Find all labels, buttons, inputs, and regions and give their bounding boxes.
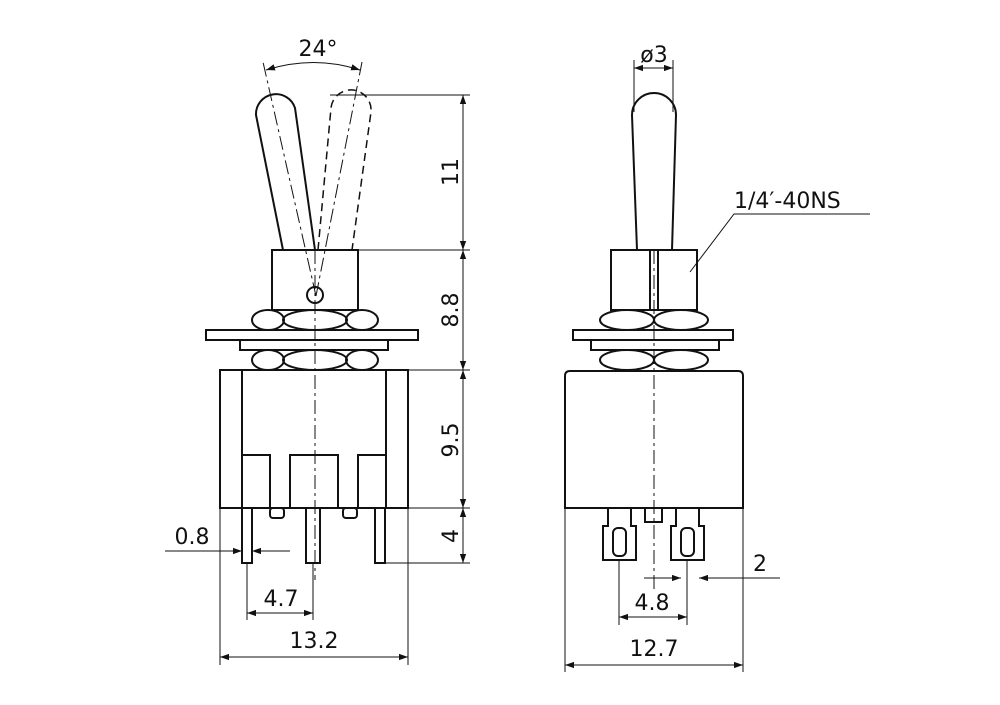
side-lever	[630, 92, 678, 251]
angle-arc	[265, 62, 361, 71]
front-washer	[239, 339, 389, 351]
front-extension-lines	[330, 94, 470, 564]
angle-line-left	[262, 61, 317, 297]
front-lever	[254, 93, 316, 251]
diameter-label: ø3	[640, 43, 667, 68]
body-height-label: 9.5	[439, 423, 464, 458]
side-view: ø3 1/4′-40NS	[564, 43, 870, 672]
thread-leader	[689, 213, 870, 273]
terminal-width-label: 0.8	[175, 525, 210, 550]
side-washer	[590, 339, 720, 351]
front-terminals	[241, 507, 386, 564]
angle-line-right	[315, 61, 363, 297]
front-body	[219, 369, 409, 509]
front-lever-alternate	[317, 89, 372, 251]
thread-label: 1/4′-40NS	[734, 189, 841, 214]
side-width-label: 12.7	[630, 637, 679, 662]
side-pitch-label: 4.8	[635, 591, 670, 616]
terminal-pitch-label: 4.7	[264, 587, 299, 612]
terminal-length-label: 4	[439, 529, 464, 543]
lever-length-label: 11	[439, 158, 464, 186]
side-mounting-plate	[572, 329, 734, 341]
bushing-height-label: 8.8	[439, 293, 464, 328]
gap-label: 2	[753, 552, 767, 577]
angle-dim-label: 24°	[299, 37, 338, 62]
side-body	[564, 370, 744, 509]
front-mounting-plate	[205, 329, 419, 341]
side-bottom-extension-lines	[564, 508, 744, 672]
body-width-label: 13.2	[290, 629, 339, 654]
front-view: 24°	[165, 37, 470, 665]
